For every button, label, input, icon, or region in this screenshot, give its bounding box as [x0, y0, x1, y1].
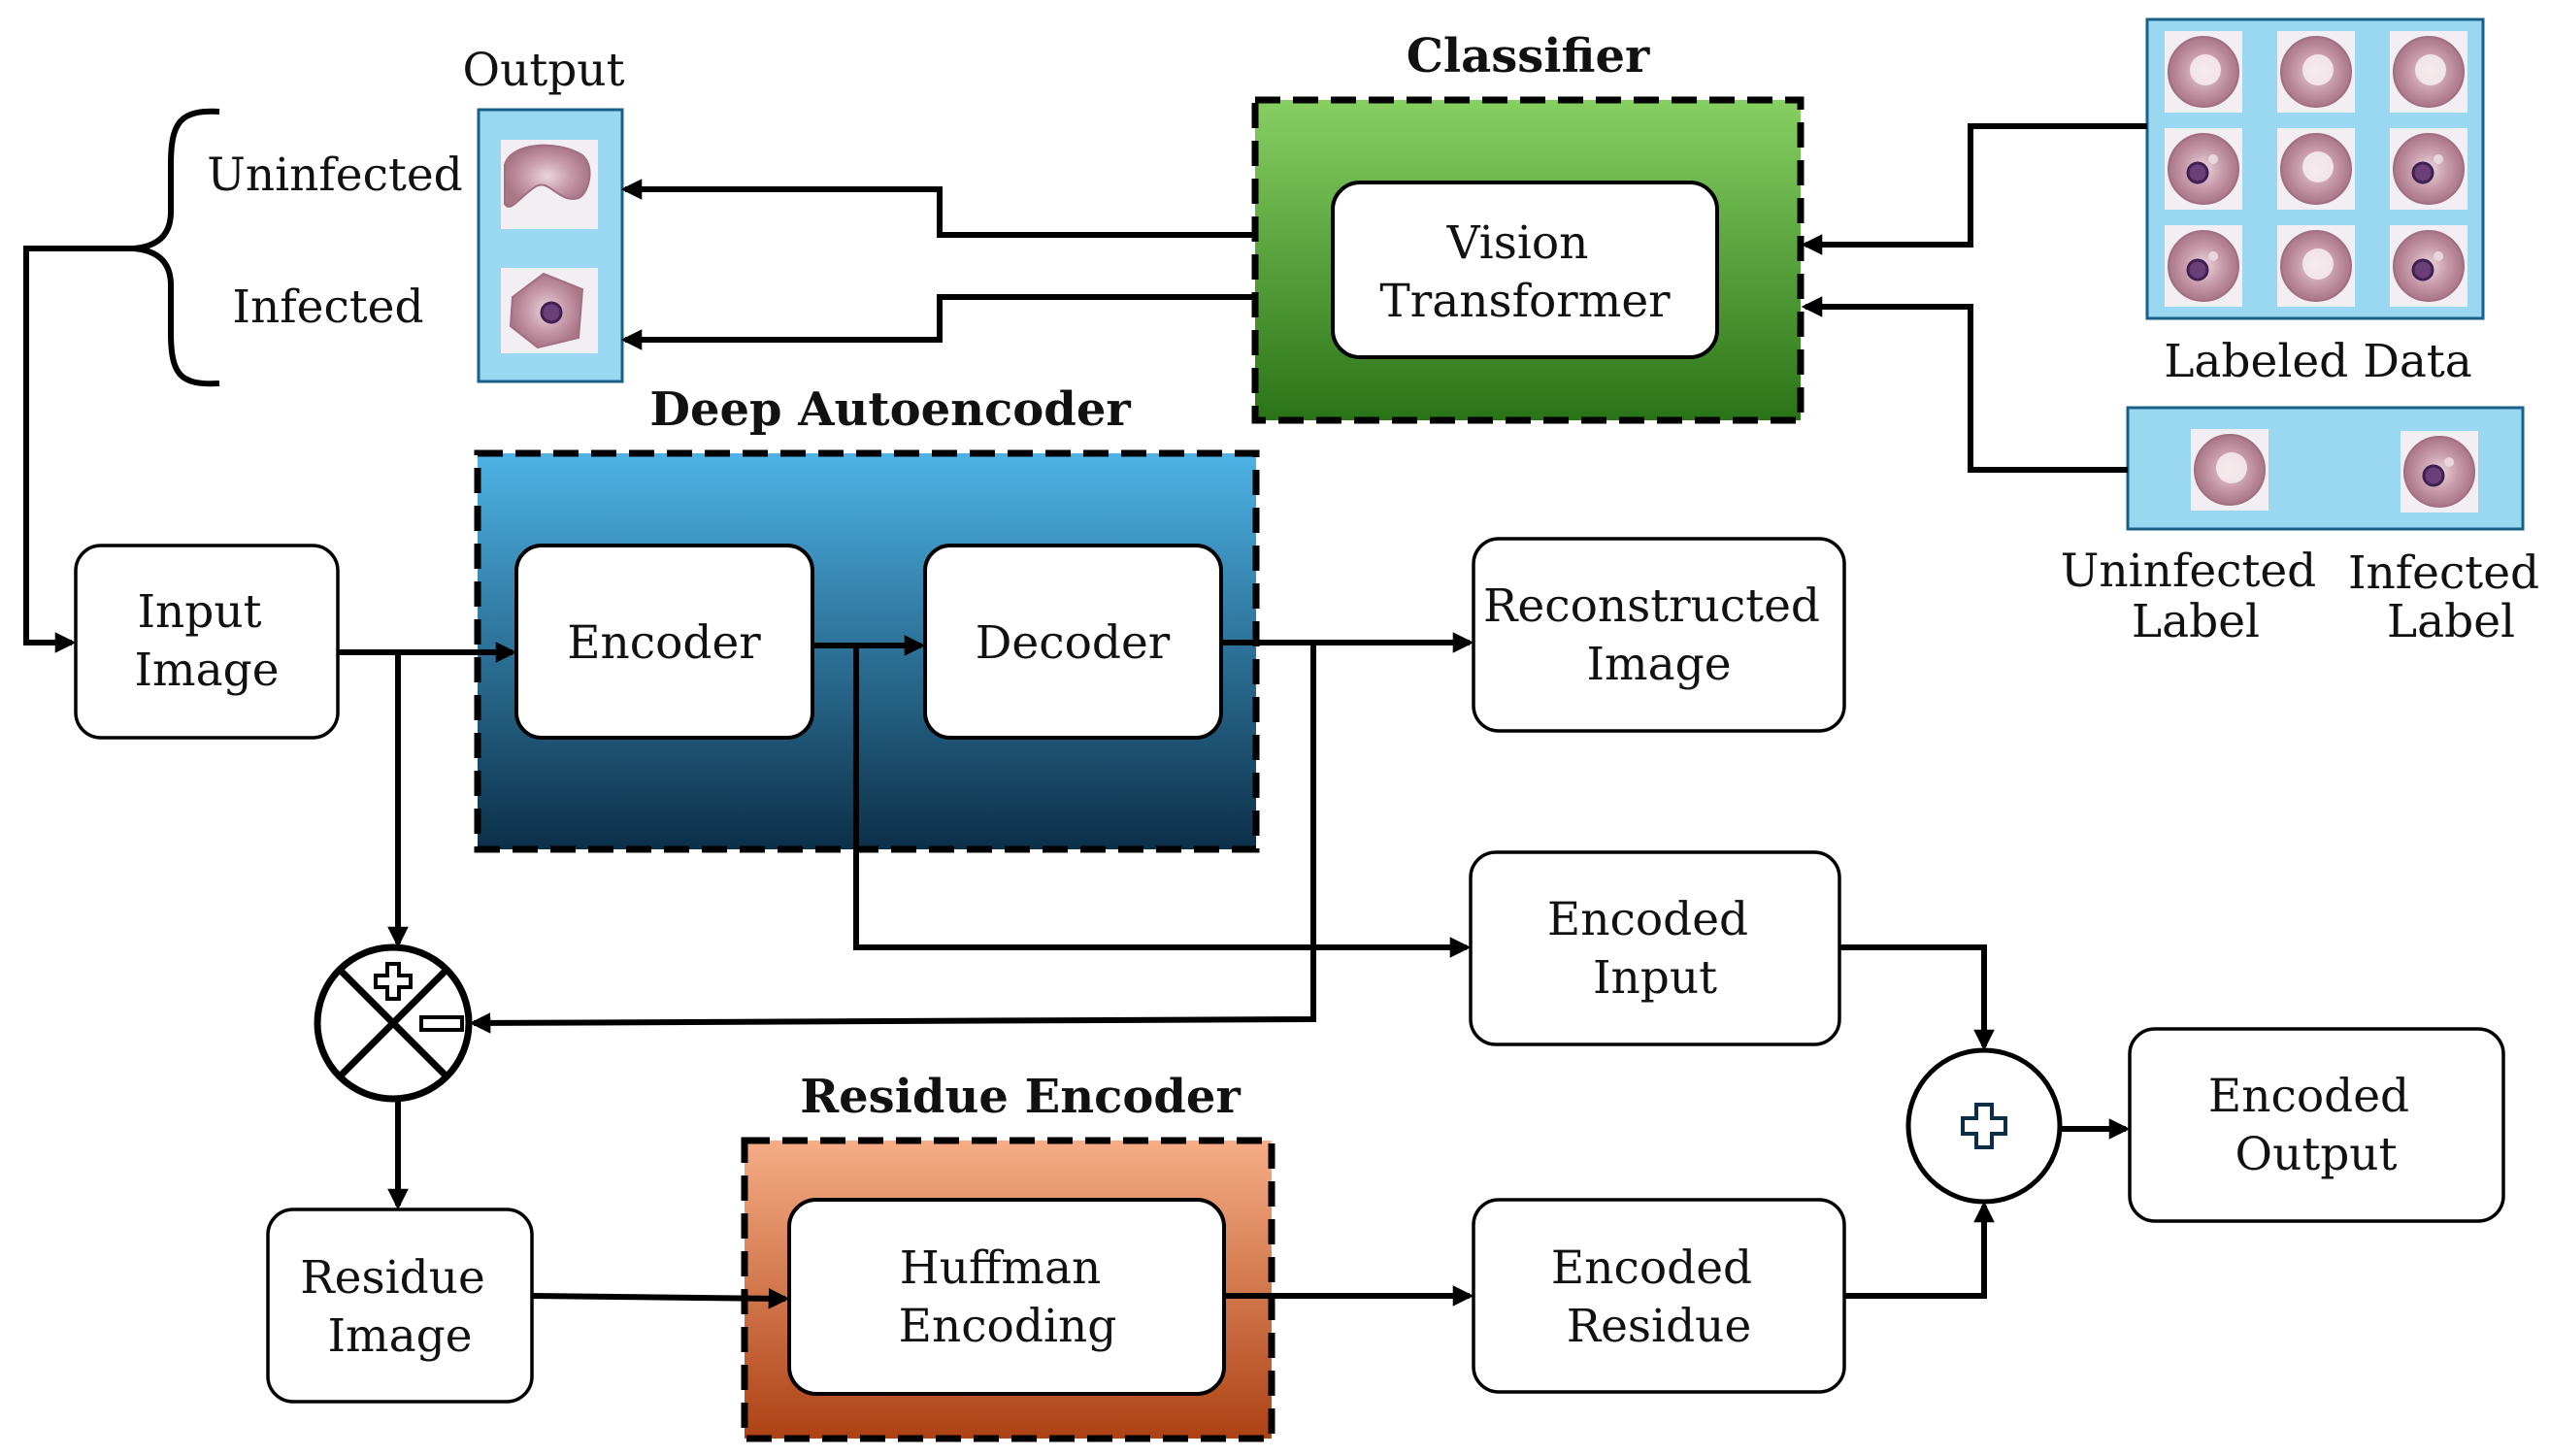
output-title: Output — [463, 44, 625, 97]
svg-text:Reconstructed Image: Reconstructed Image — [1483, 579, 1835, 691]
output-uninfected-text: Uninfected — [207, 149, 463, 202]
minus-icon — [419, 1015, 464, 1032]
huffman-box — [787, 1198, 1226, 1396]
encoded-input-box: Encoded Input — [1469, 850, 1841, 1046]
adder-node — [1905, 1047, 2063, 1205]
autoencoder-block: Deep Autoencoder Encoder Decoder — [474, 382, 1260, 853]
decoder-label: Decoder — [976, 616, 1171, 670]
labeled-data-panel: Labeled Data — [2145, 17, 2485, 388]
infected-label-text: Infected Label — [2348, 546, 2550, 648]
encoded-residue-box: Encoded Residue — [1472, 1198, 1846, 1394]
reconstructed-image-box: Reconstructed Image — [1472, 537, 1846, 733]
vision-transformer-label: Vision Transformer — [1379, 216, 1671, 328]
output-infected-text: Infected — [232, 281, 423, 334]
encoded-output-box: Encoded Output — [2128, 1027, 2505, 1223]
residue-encoder-block: Residue Encoder Huffman Encoding — [741, 1070, 1275, 1442]
classifier-title: Classifier — [1407, 29, 1650, 83]
residue-encoder-title: Residue Encoder — [800, 1070, 1241, 1124]
uninfected-label-text: Uninfected Label — [2061, 545, 2331, 648]
encoder-box — [514, 544, 814, 740]
output-panel: Output Uninfected Infected — [133, 44, 625, 387]
svg-text:Encoded Output: Encoded Output — [2208, 1070, 2424, 1181]
svg-text:Encoded Input: Encoded Input — [1547, 893, 1763, 1005]
svg-text:Encoded Residue: Encoded Residue — [1551, 1241, 1767, 1353]
svg-text:Input Image: Input Image — [134, 585, 279, 697]
encoder-label: Encoder — [567, 616, 761, 670]
labeled-data-caption: Labeled Data — [2164, 335, 2472, 388]
huffman-label: Huffman Encoding — [899, 1241, 1117, 1353]
connectors — [23, 123, 2147, 1309]
plus-icon — [1961, 1103, 2007, 1149]
label-samples-panel: Uninfected Label Infected Label — [2061, 406, 2550, 648]
svg-text:Residue Image: Residue Image — [300, 1251, 499, 1363]
subtractor-node — [314, 943, 473, 1103]
bracket-icon — [133, 108, 220, 387]
classifier-block: Classifier Vision Transformer — [1251, 29, 1805, 424]
plus-icon — [374, 962, 413, 1001]
input-image-box: Input Image — [74, 544, 340, 740]
autoencoder-title: Deep Autoencoder — [649, 382, 1131, 437]
vision-transformer-box — [1331, 181, 1719, 359]
residue-image-box: Residue Image — [266, 1208, 534, 1404]
